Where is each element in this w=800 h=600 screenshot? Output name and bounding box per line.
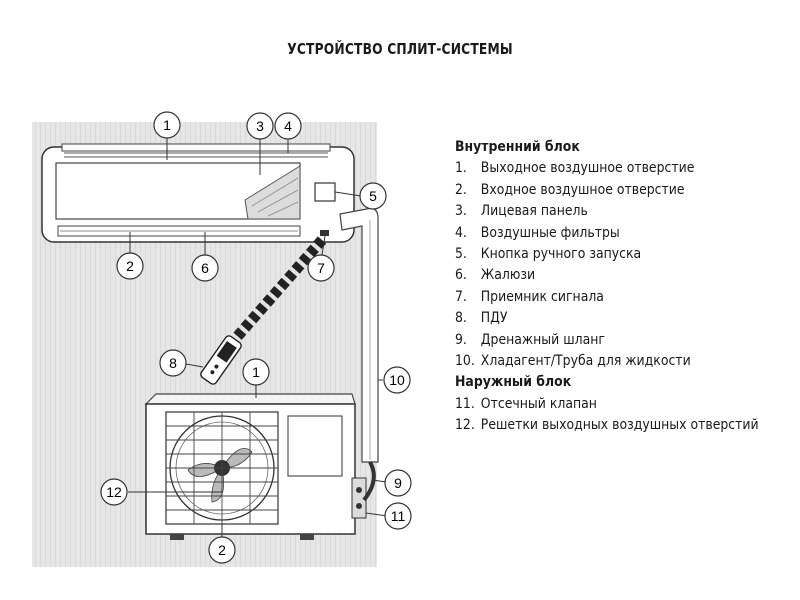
callout-7-receiver: 7 (307, 254, 335, 282)
svg-text:12: 12 (106, 484, 122, 500)
svg-text:5: 5 (369, 188, 377, 204)
svg-text:10: 10 (389, 372, 405, 388)
svg-text:2: 2 (218, 542, 226, 558)
callout-3-front-panel: 3 (246, 112, 274, 140)
callout-6-louvres: 6 (191, 254, 219, 282)
parts-legend: Внутренний блок 1.Выходное воздушное отв… (455, 137, 759, 437)
svg-text:1: 1 (252, 364, 260, 380)
callout-10-pipe: 10 (383, 366, 411, 394)
svg-text:11: 11 (391, 508, 406, 524)
callout-8-remote: 8 (159, 349, 187, 377)
legend-item: 1.Выходное воздушное отверстие (455, 160, 695, 177)
callout-11-valve: 11 (384, 502, 412, 530)
svg-text:6: 6 (201, 260, 209, 276)
diagram-title: УСТРОЙСТВО СПЛИТ-СИСТЕМЫ (287, 40, 513, 58)
callout-4-filters: 4 (274, 112, 302, 140)
svg-text:4: 4 (284, 118, 292, 134)
callout-5-manual-button: 5 (359, 182, 387, 210)
legend-item: 5.Кнопка ручного запуска (455, 246, 642, 263)
callout-1-outdoor: 1 (242, 358, 270, 386)
svg-text:8: 8 (169, 355, 177, 371)
callout-2-outdoor: 2 (208, 536, 236, 564)
outdoor-unit (144, 393, 376, 540)
remote-control (200, 335, 242, 385)
svg-text:9: 9 (394, 475, 402, 491)
callout-2-inlet: 2 (116, 252, 144, 280)
svg-text:2: 2 (126, 258, 134, 274)
indoor-unit (41, 143, 355, 243)
legend-item: 8.ПДУ (455, 310, 508, 327)
legend-item: 10.Хладагент/Труба для жидкости (455, 353, 691, 370)
legend-item: 3.Лицевая панель (455, 203, 588, 220)
callouts: 1 3 4 5 2 6 7 8 (100, 111, 412, 564)
svg-text:3: 3 (256, 118, 264, 134)
outdoor-heading: Наружный блок (455, 374, 572, 391)
svg-text:7: 7 (317, 260, 325, 276)
callout-1-outlet: 1 (153, 111, 181, 139)
callout-12-grilles: 12 (100, 478, 128, 506)
legend-item: 7.Приемник сигнала (455, 288, 604, 305)
leader-lines (128, 138, 388, 537)
legend-item: 12.Решетки выходных воздушных отверстий (455, 417, 759, 434)
legend-item: 6.Жалюзи (455, 267, 536, 284)
svg-text:1: 1 (163, 117, 171, 133)
legend-item: 11.Отсечный клапан (455, 395, 597, 412)
indoor-heading: Внутренний блок (455, 139, 580, 155)
legend-item: 2.Входное воздушное отверстие (455, 181, 685, 198)
legend-item: 9.Дренажный шланг (455, 331, 605, 348)
legend-item: 4.Воздушные фильтры (455, 224, 620, 241)
callout-9-drain-hose: 9 (384, 469, 412, 497)
